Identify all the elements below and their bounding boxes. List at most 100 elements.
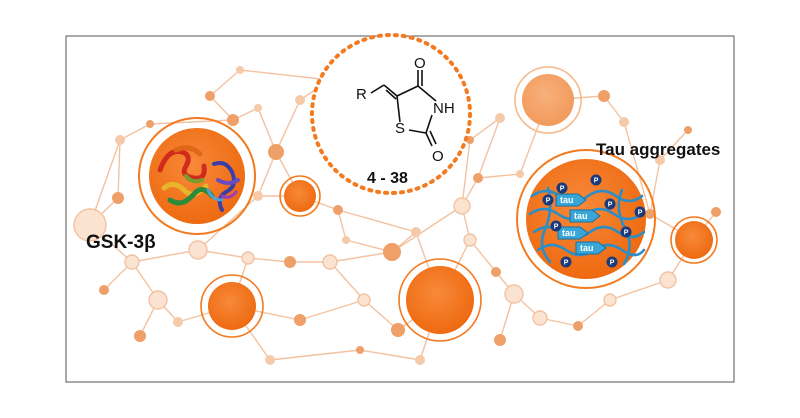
phospho-label: P [554, 224, 559, 231]
network-node [254, 104, 262, 112]
network-node [357, 293, 371, 307]
network-node [711, 207, 721, 217]
network-edge [119, 123, 151, 141]
network-edge [609, 279, 669, 301]
network-node [463, 233, 477, 247]
network-node [294, 314, 306, 326]
tau-tag-label: tau [562, 228, 576, 238]
phospho-label: P [608, 202, 613, 209]
network-node [236, 66, 244, 74]
tau-tag-label: tau [560, 195, 574, 205]
phospho-dot [604, 198, 616, 210]
network-node [134, 330, 146, 342]
network-node [495, 113, 505, 123]
network-edge [477, 117, 501, 179]
network-edge [149, 119, 234, 125]
phospho-dot [542, 194, 554, 206]
network-node [411, 227, 421, 237]
network-node [473, 173, 483, 183]
network-node [268, 144, 284, 160]
network-edge [623, 121, 651, 215]
network-node [659, 271, 677, 289]
tau-beta-sheet [575, 241, 607, 255]
network-edge [469, 239, 497, 273]
gsk-label: GSK-3β [86, 232, 156, 253]
network-node [227, 114, 239, 126]
network-node-ring [279, 175, 321, 217]
r-group-label: R [356, 86, 367, 103]
network-node [573, 321, 583, 331]
network-node [619, 117, 629, 127]
tau-tag-label: tau [574, 211, 588, 221]
network-node [504, 284, 524, 304]
phospho-label: P [560, 186, 565, 193]
phospho-label: P [638, 210, 643, 217]
phospho-dot [550, 220, 562, 232]
phospho-dot [556, 182, 568, 194]
network-node [516, 170, 524, 178]
network-edge [329, 261, 365, 301]
compounds-label: 4 - 38 [367, 170, 408, 187]
network-node [146, 120, 154, 128]
network-node [205, 91, 215, 101]
network-node [73, 208, 107, 242]
phospho-label: P [610, 260, 615, 267]
network-node [188, 240, 208, 260]
tau-fiber [530, 189, 644, 203]
network-node [284, 180, 316, 212]
network-node [253, 191, 263, 201]
network-edge [469, 117, 501, 141]
network-node [322, 254, 338, 270]
network-edge [363, 299, 399, 331]
network-edge [461, 139, 471, 207]
network-node [173, 317, 183, 327]
thiazolidinedione-structure [370, 70, 437, 147]
network-edge [391, 205, 463, 253]
network-node [415, 355, 425, 365]
tau-beta-sheet [555, 193, 587, 207]
phospho-dot [620, 226, 632, 238]
network-node [655, 155, 665, 165]
network-edge [649, 159, 661, 215]
phospho-dot [590, 174, 602, 186]
network-edge [239, 69, 331, 81]
network-node [532, 310, 548, 326]
compound-node: R O NH S O [310, 33, 472, 195]
network-node [598, 90, 610, 102]
network-node [333, 205, 343, 215]
network-node-ring [670, 216, 718, 264]
network-edge [131, 249, 199, 263]
phospho-dot [560, 256, 572, 268]
network-node [99, 285, 109, 295]
tau-label: Tau aggregates [596, 140, 720, 159]
network-node [208, 282, 256, 330]
nitrogen-label: NH [433, 100, 455, 117]
tau-tag-label: tau [580, 243, 594, 253]
network-node-ring [398, 258, 482, 342]
network-node [124, 254, 140, 270]
network-node [284, 256, 296, 268]
network-node [645, 209, 655, 219]
sulfur-label: S [395, 120, 405, 137]
network-node-ring [200, 274, 264, 338]
oxygen-top-label: O [414, 55, 426, 72]
tau-beta-sheet [557, 226, 589, 240]
network-node [295, 95, 305, 105]
network-edge [275, 99, 301, 153]
network-edge [337, 209, 417, 233]
network-node [453, 197, 471, 215]
network-node [265, 355, 275, 365]
phospho-label: P [564, 260, 569, 267]
compound-dotted-circle [310, 33, 472, 195]
network-edge [269, 349, 361, 361]
network-edge [247, 257, 291, 263]
network-edge [209, 69, 241, 97]
phospho-dot [634, 206, 646, 218]
network-node [383, 243, 401, 261]
network-node [675, 221, 713, 259]
phospho-label: P [594, 178, 599, 185]
phospho-label: P [546, 198, 551, 205]
network-edge [299, 299, 365, 321]
